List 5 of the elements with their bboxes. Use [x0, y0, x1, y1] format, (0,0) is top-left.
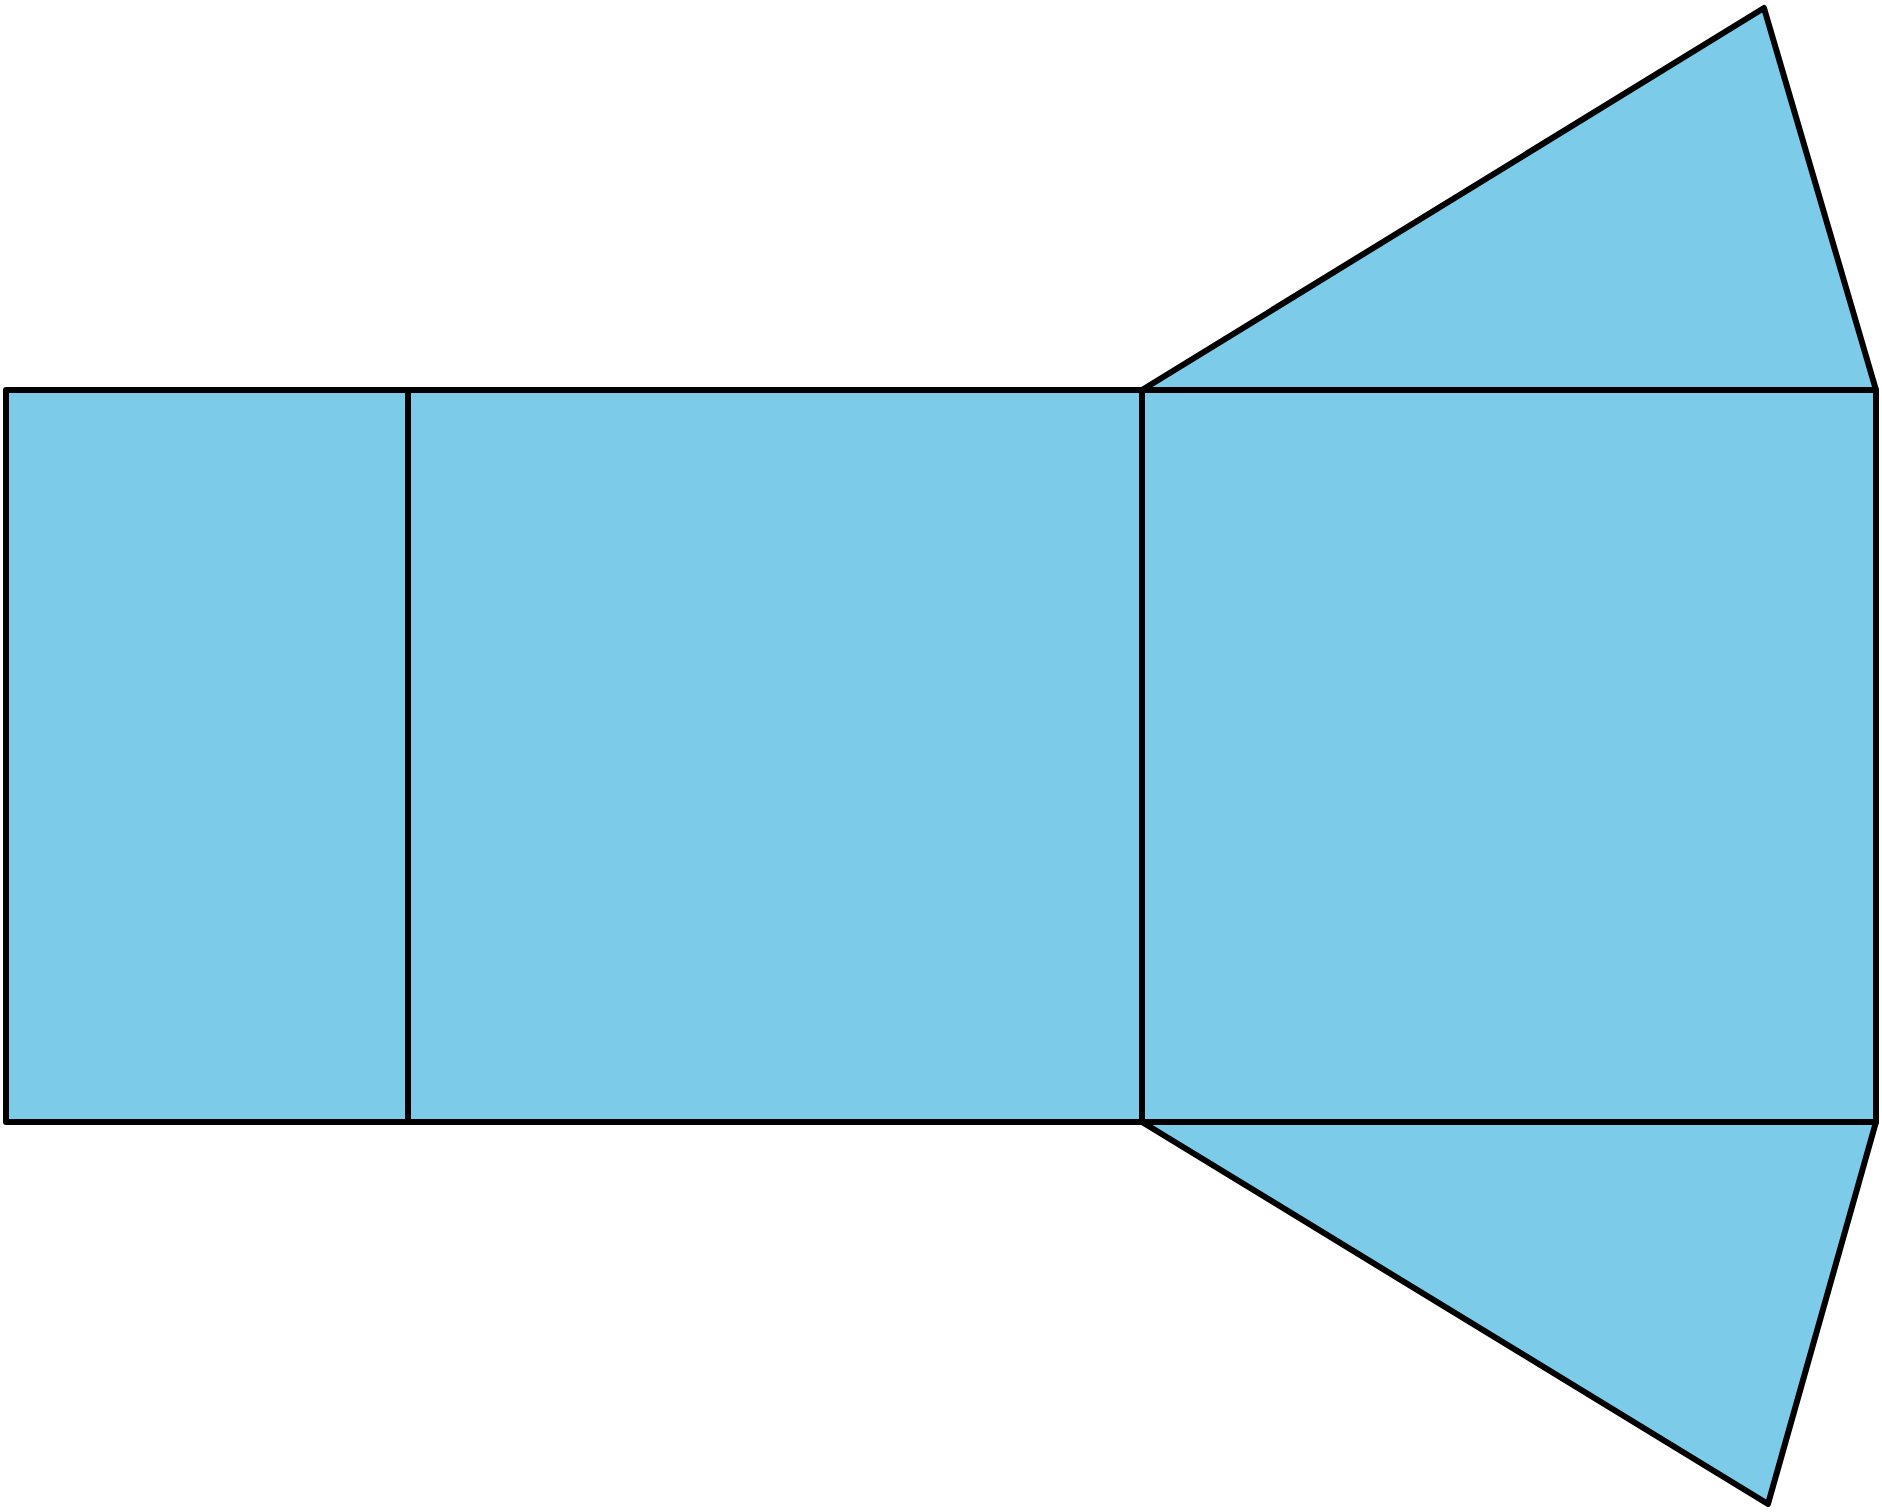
rectangle-face — [3, 387, 411, 1125]
triangle-face — [1139, 5, 1879, 393]
triangle-face — [1139, 1119, 1879, 1507]
rectangle-face — [1139, 387, 1879, 1125]
rectangle-face — [405, 387, 1145, 1125]
